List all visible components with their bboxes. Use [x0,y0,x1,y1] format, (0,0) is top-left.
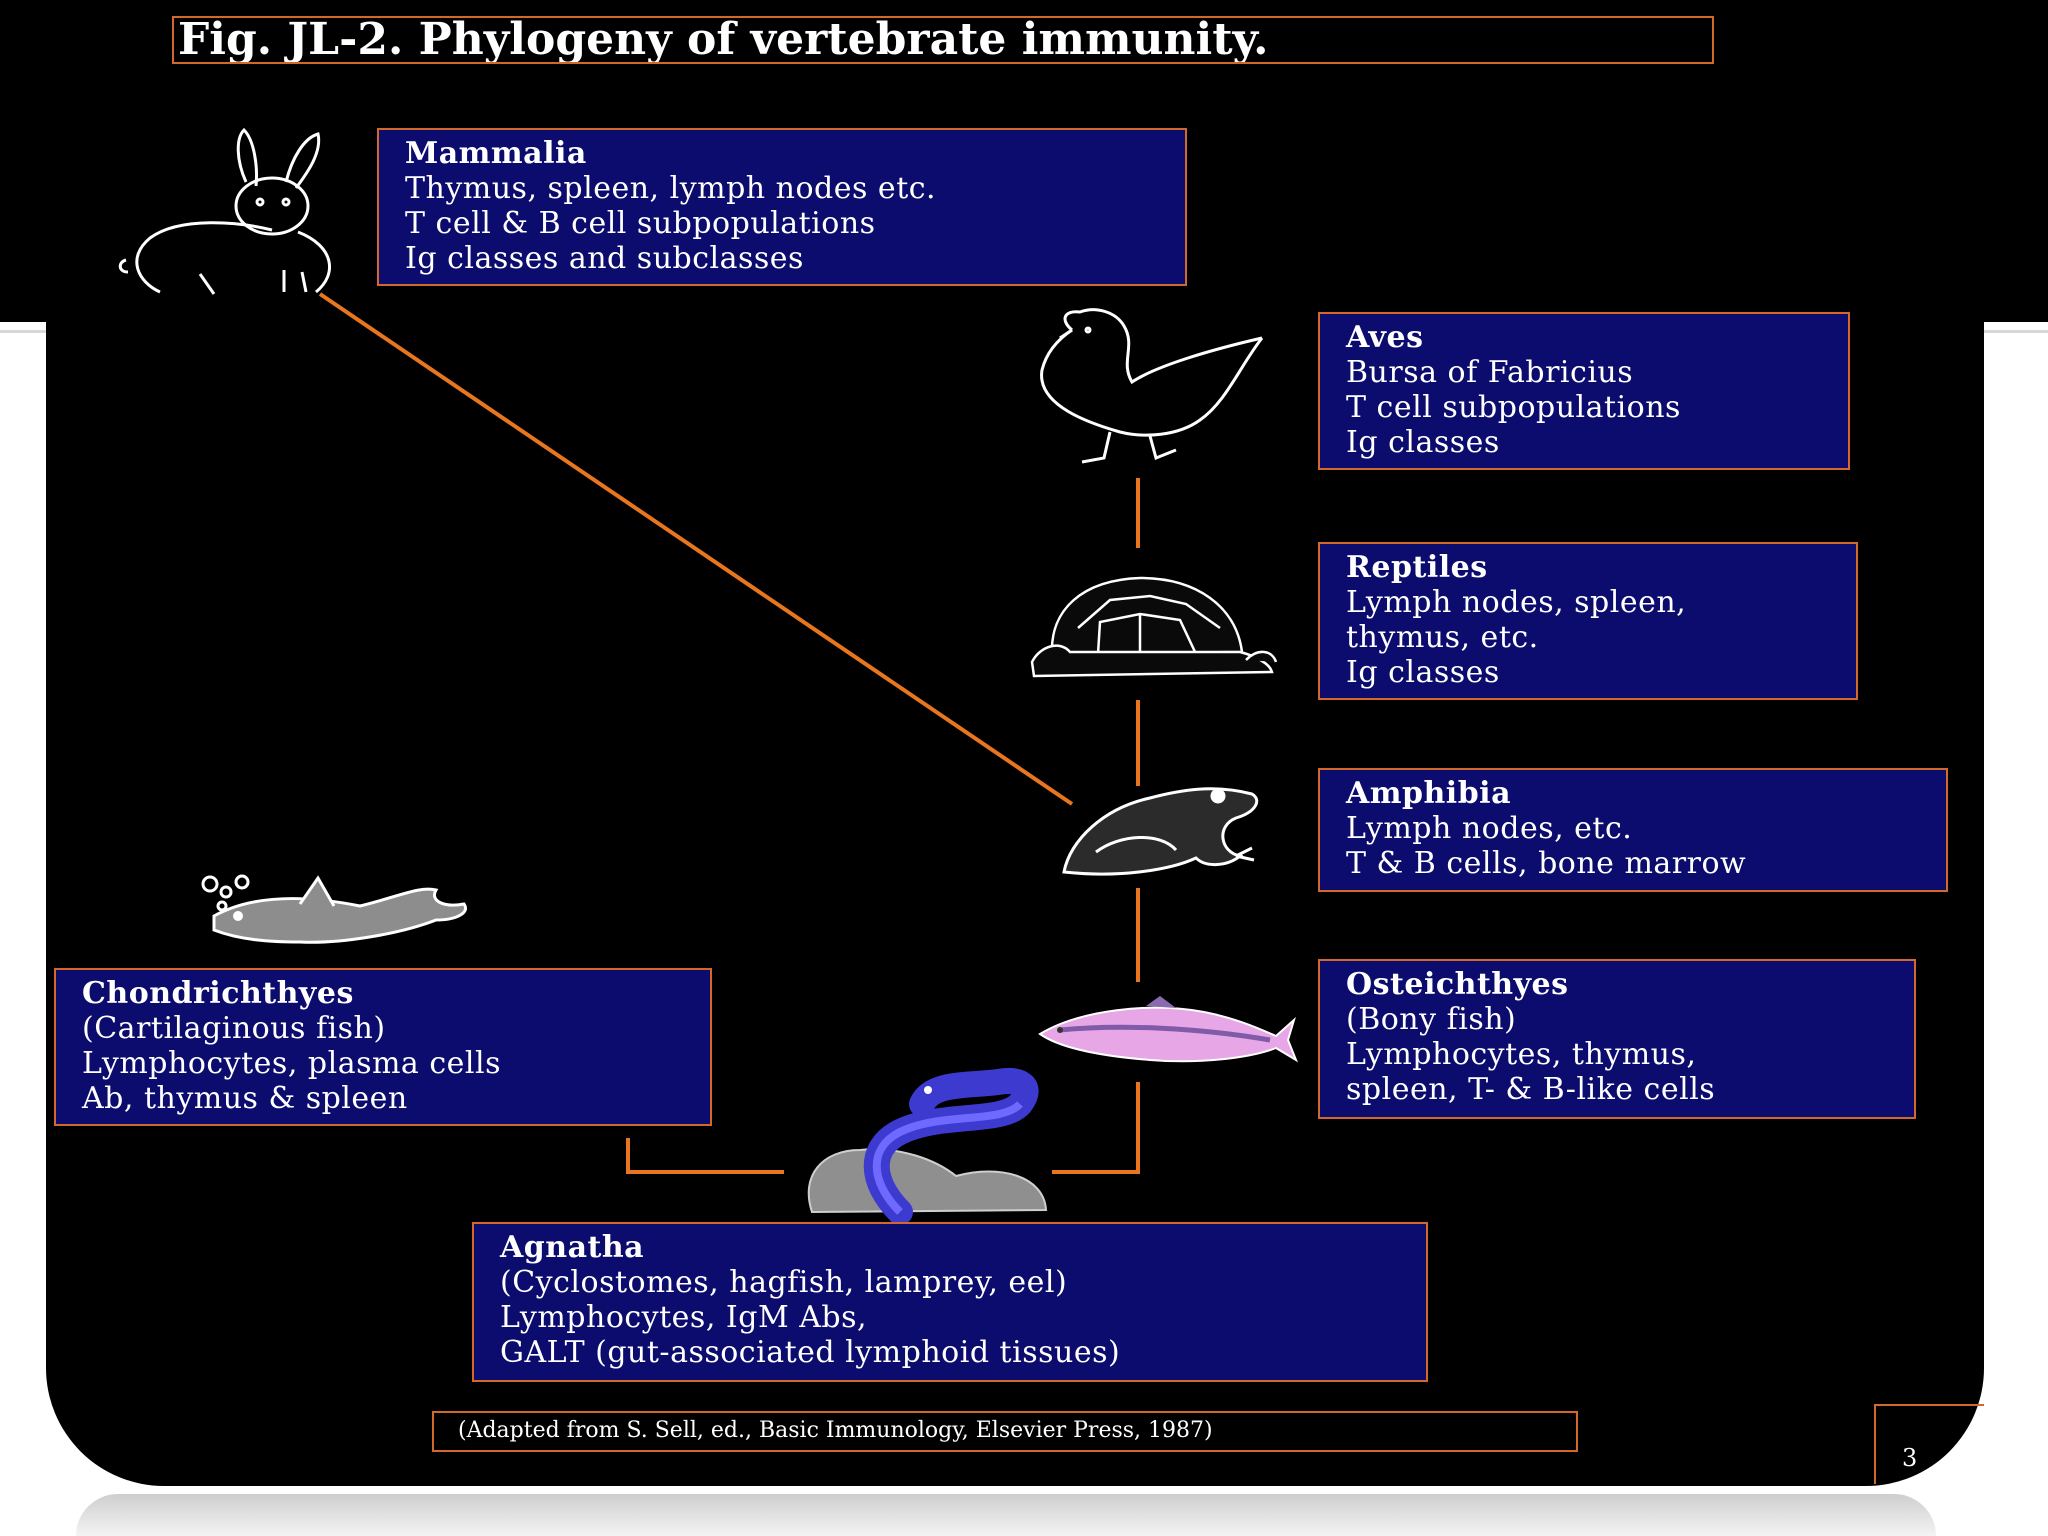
agnatha-line-3: GALT (gut-associated lymphoid tissues) [500,1335,1121,1370]
aves-heading: Aves [1346,320,1424,355]
mammalia-branch-line [318,292,1074,806]
amphibia-box: Amphibia Lymph nodes, etc. T & B cells, … [1318,768,1948,892]
shark-icon [201,874,467,944]
chondrichthyes-line-1: (Cartilaginous fish) [82,1011,386,1046]
chicken-icon [1040,308,1264,464]
slide-reflection [76,1494,1936,1536]
chondrichthyes-line-2: Lymphocytes, plasma cells [82,1046,501,1081]
amphibia-heading: Amphibia [1346,776,1512,811]
agnatha-heading: Agnatha [500,1230,645,1265]
frog-icon [1062,787,1259,876]
chondrichthyes-agnatha-line [626,1138,784,1174]
turtle-icon [1030,576,1278,678]
mammalia-line-1: Thymus, spleen, lymph nodes etc. [405,171,937,206]
osteichthyes-line-2: Lymphocytes, thymus, [1346,1037,1697,1072]
amphibia-line-1: Lymph nodes, etc. [1346,811,1633,846]
osteichthyes-line-1: (Bony fish) [1346,1002,1517,1037]
trout-icon [1038,996,1299,1063]
mammalia-box: Mammalia Thymus, spleen, lymph nodes etc… [377,128,1187,286]
aves-box: Aves Bursa of Fabricius T cell subpopula… [1318,312,1850,470]
amphibia-line-2: T & B cells, bone marrow [1346,846,1747,881]
reptiles-heading: Reptiles [1346,550,1488,585]
mammalia-line-2: T cell & B cell subpopulations [405,206,876,241]
figure-title: Fig. JL-2. Phylogeny of vertebrate immun… [172,16,1714,64]
osteichthyes-box: Osteichthyes (Bony fish) Lymphocytes, th… [1318,959,1916,1119]
trunk-osteichthyes-agnatha [1052,1082,1140,1174]
lamprey-icon [807,1068,1048,1225]
page-number: 3 [1902,1444,1918,1472]
osteichthyes-line-3: spleen, T- & B-like cells [1346,1072,1716,1107]
chondrichthyes-box: Chondrichthyes (Cartilaginous fish) Lymp… [54,968,712,1126]
chondrichthyes-heading: Chondrichthyes [82,976,354,1011]
agnatha-line-1: (Cyclostomes, hagfish, lamprey, eel) [500,1265,1068,1300]
osteichthyes-heading: Osteichthyes [1346,967,1569,1002]
agnatha-box: Agnatha (Cyclostomes, hagfish, lamprey, … [472,1222,1428,1382]
reptiles-line-2: thymus, etc. [1346,620,1539,655]
rabbit-icon [118,127,332,295]
page-number-frame [1874,1404,1984,1484]
mammalia-heading: Mammalia [405,136,587,171]
connector-lines [318,292,1140,1174]
source-caption: (Adapted from S. Sell, ed., Basic Immuno… [432,1411,1578,1452]
mammalia-line-3: Ig classes and subclasses [405,241,804,276]
aves-line-2: T cell subpopulations [1346,390,1681,425]
aves-line-1: Bursa of Fabricius [1346,355,1634,390]
agnatha-line-2: Lymphocytes, IgM Abs, [500,1300,868,1335]
reptiles-line-3: Ig classes [1346,655,1500,690]
reptiles-line-1: Lymph nodes, spleen, [1346,585,1687,620]
aves-line-3: Ig classes [1346,425,1500,460]
chondrichthyes-line-3: Ab, thymus & spleen [82,1081,408,1116]
reptiles-box: Reptiles Lymph nodes, spleen, thymus, et… [1318,542,1858,700]
